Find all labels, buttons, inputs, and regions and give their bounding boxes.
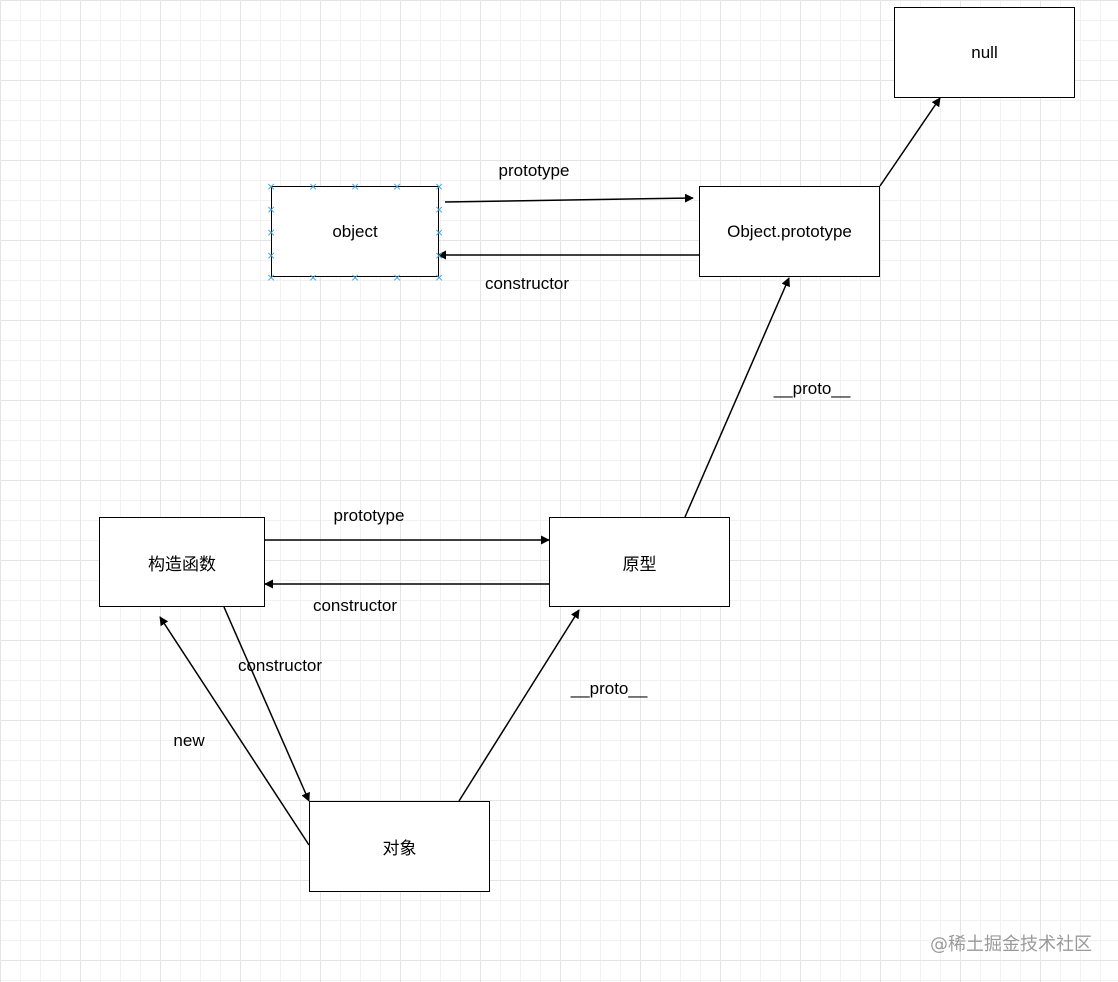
- constructor-function-node[interactable]: 构造函数: [99, 517, 265, 607]
- edge-label-prototype-top[interactable]: prototype: [498, 161, 570, 180]
- prototype-node[interactable]: 原型: [549, 517, 730, 607]
- constructor-function-node-label: 构造函数: [148, 554, 216, 574]
- instance-node-label: 对象: [382, 839, 417, 858]
- edge-label-proto-upper[interactable]: __proto__: [773, 379, 851, 398]
- edge-label-constructor-middle[interactable]: constructor: [312, 596, 398, 615]
- edge-instance-to-proto: [458, 609, 580, 802]
- instance-node[interactable]: 对象: [309, 801, 490, 892]
- edge-label-new[interactable]: new: [173, 731, 205, 750]
- object-node-label: object: [332, 221, 378, 241]
- edge-proto-to-objproto: [684, 277, 790, 518]
- object-prototype-node-label: Object.prototype: [727, 221, 852, 241]
- edge-fn-to-instance: [223, 606, 310, 802]
- null-node[interactable]: null: [894, 7, 1075, 98]
- edge-objproto-to-null: [879, 97, 941, 187]
- object-prototype-node[interactable]: Object.prototype: [699, 186, 880, 277]
- edge-instance-to-fn: [159, 616, 310, 846]
- edge-label-constructor-lower[interactable]: constructor: [237, 656, 323, 675]
- edge-label-constructor-top[interactable]: constructor: [484, 274, 570, 293]
- edge-label-prototype-middle[interactable]: prototype: [333, 506, 405, 525]
- edge-object-to-objproto: [444, 193, 694, 203]
- prototype-node-label: 原型: [622, 554, 657, 574]
- watermark: @稀土掘金技术社区: [930, 934, 1092, 955]
- object-node[interactable]: object: [271, 186, 439, 277]
- null-node-label: null: [971, 42, 998, 62]
- edge-label-proto-lower[interactable]: __proto__: [570, 679, 648, 698]
